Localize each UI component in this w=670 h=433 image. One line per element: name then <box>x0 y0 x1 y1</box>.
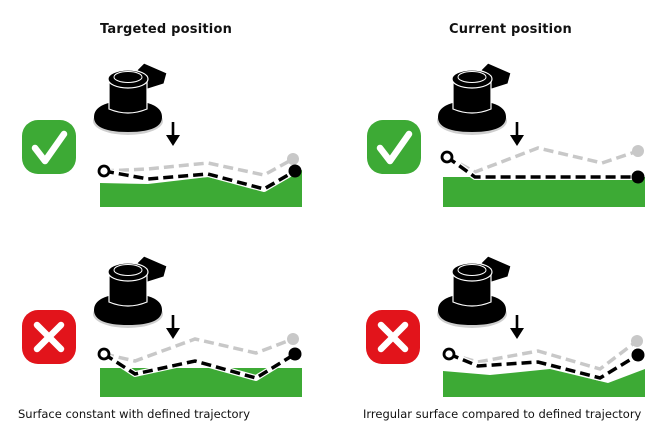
trajectory-start-point <box>97 164 111 178</box>
defined-trajectory-endpoint <box>632 145 644 157</box>
workpiece-surface <box>443 369 645 397</box>
defined-trajectory-endpoint <box>287 333 299 345</box>
caption-right: Irregular surface compared to defined tr… <box>363 407 642 421</box>
sander-cap-ring <box>113 264 143 276</box>
checkmark-icon <box>31 130 68 165</box>
sander-body <box>452 272 492 307</box>
sander-cap-ring <box>113 71 143 83</box>
actual-trajectory-line <box>448 352 639 380</box>
checkmark-icon <box>376 130 413 165</box>
actual-trajectory-line <box>103 169 296 191</box>
caption-left: Surface constant with defined trajectory <box>18 407 251 421</box>
actual-trajectory-line <box>103 352 296 380</box>
panel-bottom-right <box>366 255 645 397</box>
defined-trajectory-line <box>446 146 639 174</box>
actual-trajectory-endpoint <box>288 347 302 361</box>
panel-top-left <box>22 62 302 207</box>
column-title-current-position: Current position <box>449 22 572 37</box>
arrow-down-icon <box>166 122 180 146</box>
defined-trajectory-line <box>103 337 294 363</box>
cross-icon <box>377 321 409 353</box>
arrow-down-icon <box>510 315 524 339</box>
actual-trajectory-endpoint <box>631 348 645 362</box>
workpiece-surface <box>100 170 302 207</box>
trajectory-start-point <box>440 150 454 164</box>
status-badge <box>367 120 421 174</box>
actual-trajectory-endpoint <box>631 170 645 184</box>
defined-trajectory-line <box>103 157 294 177</box>
defined-trajectory-endpoint <box>287 153 299 165</box>
sander-body <box>108 79 148 114</box>
actual-trajectory-line <box>445 155 638 179</box>
panel-bottom-left <box>22 255 302 397</box>
actual-trajectory-endpoint <box>288 164 302 178</box>
sander-cap-ring <box>457 71 487 83</box>
column-title-targeted-position: Targeted position <box>100 22 233 37</box>
orbital-sander-icon <box>437 62 512 135</box>
sander-body <box>452 79 492 114</box>
workpiece-surface <box>443 177 645 207</box>
orbital-sander-icon <box>93 255 168 328</box>
sander-body <box>108 272 148 307</box>
cross-icon <box>33 321 65 353</box>
trajectory-start-point <box>442 347 456 361</box>
panel-top-right <box>367 62 645 207</box>
status-badge <box>22 120 76 174</box>
status-badge <box>366 310 420 364</box>
ok-badge-background <box>22 120 76 174</box>
status-badge <box>22 310 76 364</box>
trajectory-start-point <box>97 347 111 361</box>
arrow-down-icon <box>510 122 524 146</box>
arrow-down-icon <box>166 315 180 339</box>
defined-trajectory-endpoint <box>631 335 643 347</box>
orbital-sander-icon <box>93 62 168 135</box>
sander-cap-ring <box>457 264 487 276</box>
orbital-sander-icon <box>437 255 512 328</box>
ok-badge-background <box>367 120 421 174</box>
